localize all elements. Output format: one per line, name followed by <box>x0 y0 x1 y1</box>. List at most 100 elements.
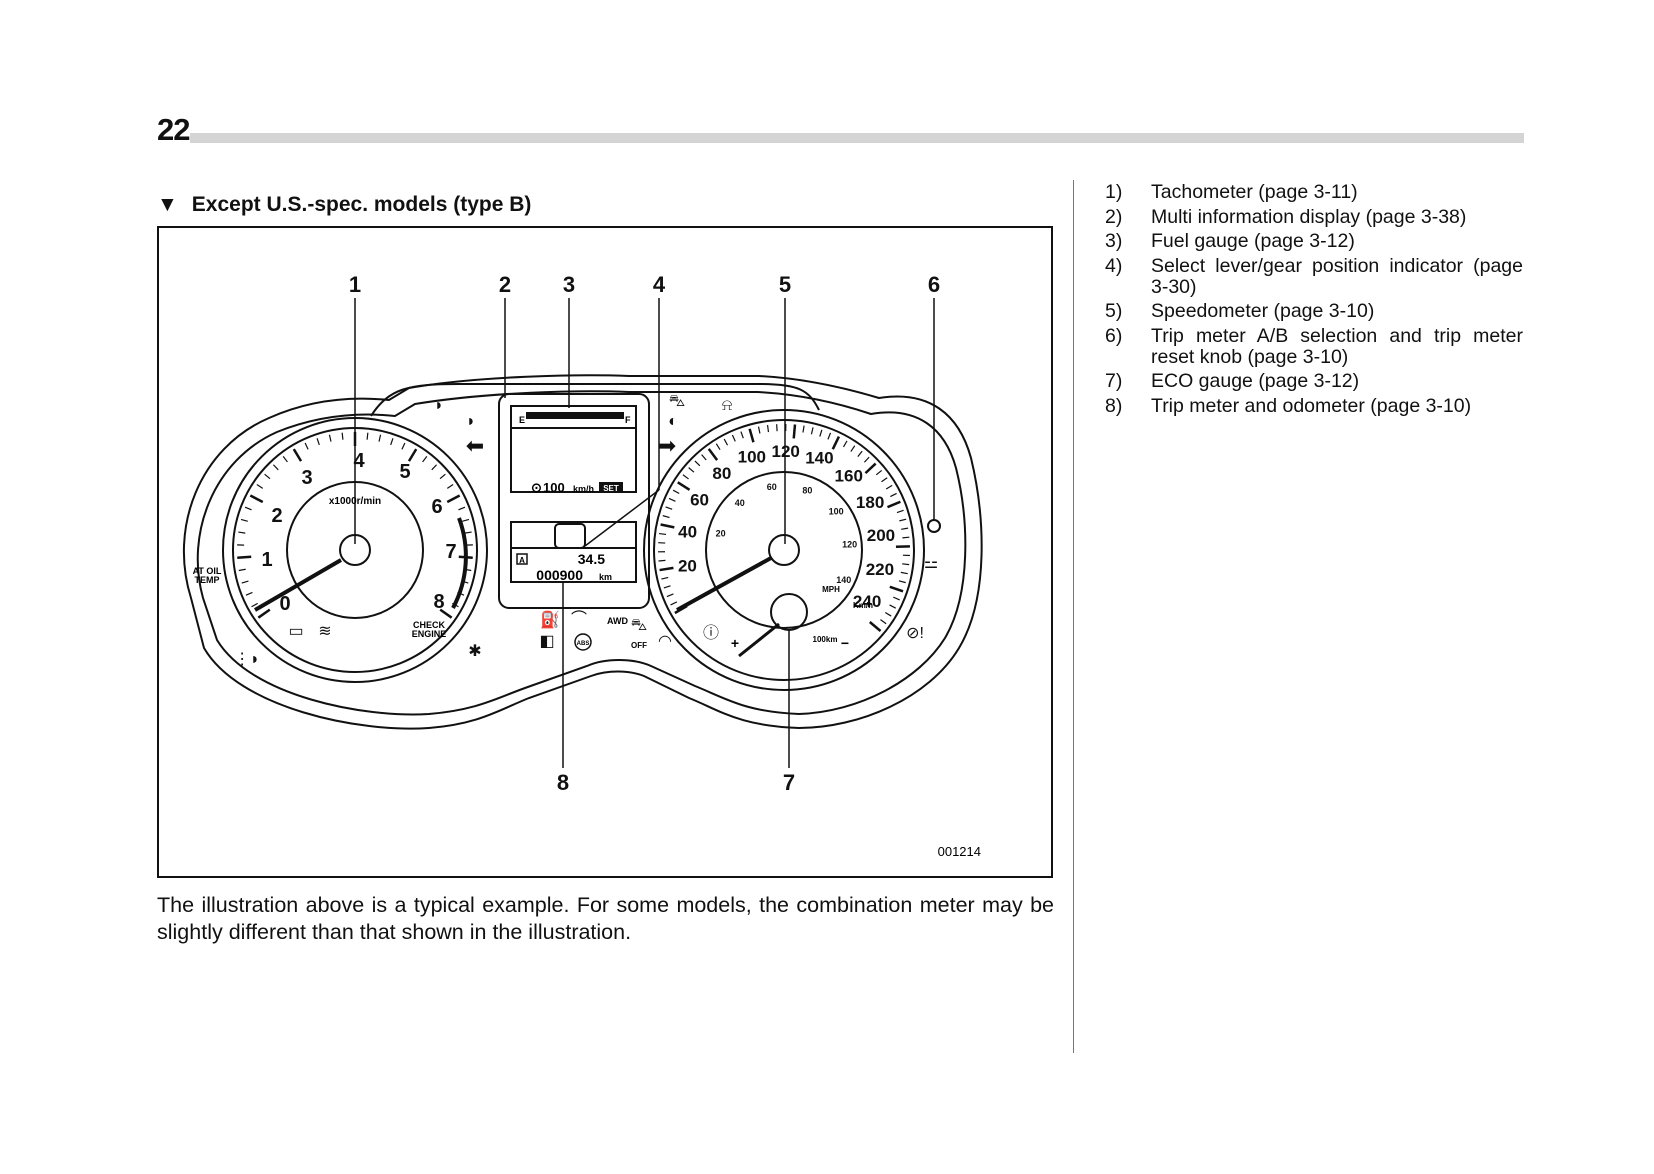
cluster-inner-outline <box>196 390 967 716</box>
fuel-empty-label: E <box>519 415 525 425</box>
fuel-full-label: F <box>625 415 631 425</box>
callout-7: 7 <box>783 770 795 795</box>
kmh-scale-number: 160 <box>835 466 863 485</box>
gauge-tick <box>757 426 761 434</box>
instrument-cluster-figure: 1 2 3 4 5 6 8 7 0 1 2 3 4 5 6 7 8 x1000r… <box>157 226 1053 878</box>
kmh-scale-number: 60 <box>690 490 709 509</box>
gauge-tick <box>884 611 892 617</box>
gauge-tick <box>880 619 887 625</box>
kmh-scale-number: 120 <box>772 442 800 461</box>
gauge-tick <box>464 568 472 572</box>
brake-warning-icon: ⓘ <box>703 624 719 642</box>
cruise-set-label: SET <box>603 484 619 493</box>
legend-number: 3) <box>1105 230 1123 252</box>
gauge-tick <box>902 563 910 566</box>
legend-text: ECO gauge (page 3-12) <box>1151 370 1360 392</box>
eco-gauge-needle <box>738 622 780 658</box>
odometer-unit: km <box>599 572 612 582</box>
mph-scale-number: 60 <box>767 482 777 492</box>
gauge-tick <box>457 591 465 596</box>
trip-reset-knob <box>927 519 941 533</box>
gauge-tick <box>902 536 910 539</box>
gauge-tick <box>682 474 689 480</box>
cruise-icon: ⊙ <box>531 480 542 495</box>
speedometer-pivot <box>768 534 800 566</box>
legend-text: Tachometer (page 3-11) <box>1151 181 1358 203</box>
at-oil-temp-label-1: AT OIL <box>193 566 222 576</box>
gauge-tick <box>240 518 248 522</box>
gauge-tick <box>407 448 418 462</box>
vdc-off-icon: ⛍ <box>631 617 648 634</box>
speedometer-face <box>653 419 915 681</box>
gauge-tick <box>292 448 303 462</box>
kmh-scale-number: 100 <box>738 447 766 466</box>
airbag-warning-icon: ✱ <box>468 643 481 660</box>
trip-value: 34.5 <box>578 551 605 567</box>
gauge-tick <box>889 604 897 609</box>
legend-item: 4)Select lever/gear position indicator (… <box>1105 255 1523 298</box>
kmh-scale-number: 40 <box>678 522 697 541</box>
gauge-tick <box>661 576 669 580</box>
gauge-tick <box>899 518 907 522</box>
cruise-unit: km/h <box>573 484 594 494</box>
section-heading: ▼Except U.S.-spec. models (type B) <box>157 193 531 217</box>
kmh-scale-number: 180 <box>856 493 884 512</box>
callout-1: 1 <box>349 272 361 297</box>
abs-warning-icon <box>574 633 592 651</box>
gauge-tick <box>378 434 382 442</box>
legend-number: 2) <box>1105 205 1123 228</box>
gauge-tick <box>237 555 252 559</box>
gauge-tick <box>868 621 882 632</box>
leader-line-4b <box>584 489 660 547</box>
gauge-tick <box>731 434 736 442</box>
gauge-tick <box>831 436 841 450</box>
gauge-tick <box>401 442 406 450</box>
gauge-tick <box>674 604 688 615</box>
tach-num-6: 6 <box>431 496 442 518</box>
gauge-tick <box>901 527 909 530</box>
gauge-tick <box>802 425 805 433</box>
mph-inner-ring <box>705 471 863 629</box>
gauge-tick <box>701 454 707 461</box>
gauge-tick <box>272 464 279 471</box>
gauge-tick <box>238 568 246 572</box>
gauge-tick <box>898 580 906 584</box>
gauge-tick <box>842 440 848 448</box>
gauge-tick <box>766 424 770 433</box>
legend-item: 5)Speedometer (page 3-10) <box>1105 301 1523 322</box>
gauge-tick <box>257 608 271 619</box>
headlight-high-beam-icon: ◗ <box>466 413 476 430</box>
gauge-tick <box>464 531 472 534</box>
gauge-tick <box>658 559 666 562</box>
gauge-tick <box>658 532 667 536</box>
right-turn-signal-icon: ➡ <box>658 433 676 458</box>
mph-label: MPH <box>822 585 840 594</box>
callout-2: 2 <box>499 272 511 297</box>
tpms-icon: ◠ <box>658 633 672 650</box>
check-engine-label-1: CHECK <box>413 620 446 630</box>
fuel-display-box <box>510 405 637 493</box>
tach-num-4: 4 <box>353 450 365 472</box>
gear-indicator-box <box>554 523 586 549</box>
mph-scale-number: 140 <box>836 575 851 585</box>
gauge-tick <box>688 467 695 473</box>
gauge-tick <box>446 494 461 504</box>
speedometer-needle <box>676 556 772 612</box>
tachometer-ticks <box>237 432 473 619</box>
tach-num-7: 7 <box>445 541 456 563</box>
tach-num-2: 2 <box>271 505 282 527</box>
cluster-housing-outline <box>183 374 983 730</box>
figure-caption: The illustration above is a typical exam… <box>157 893 1054 944</box>
mph-scale-number: 80 <box>802 485 812 495</box>
legend-text: Fuel gauge (page 3-12) <box>1151 230 1355 252</box>
gauge-tick <box>893 596 900 601</box>
column-divider <box>1073 180 1074 1053</box>
vehicle-dynamics-icon: ⛍ <box>669 393 686 410</box>
gauge-tick <box>458 506 466 511</box>
gauge-tick <box>740 431 744 439</box>
oil-pressure-icon: ⌒ <box>571 610 587 628</box>
kmh-scale-number: 20 <box>678 557 697 576</box>
gauge-tick <box>422 456 428 463</box>
gauge-tick <box>662 515 670 519</box>
triangle-marker-icon: ▼ <box>157 193 178 216</box>
